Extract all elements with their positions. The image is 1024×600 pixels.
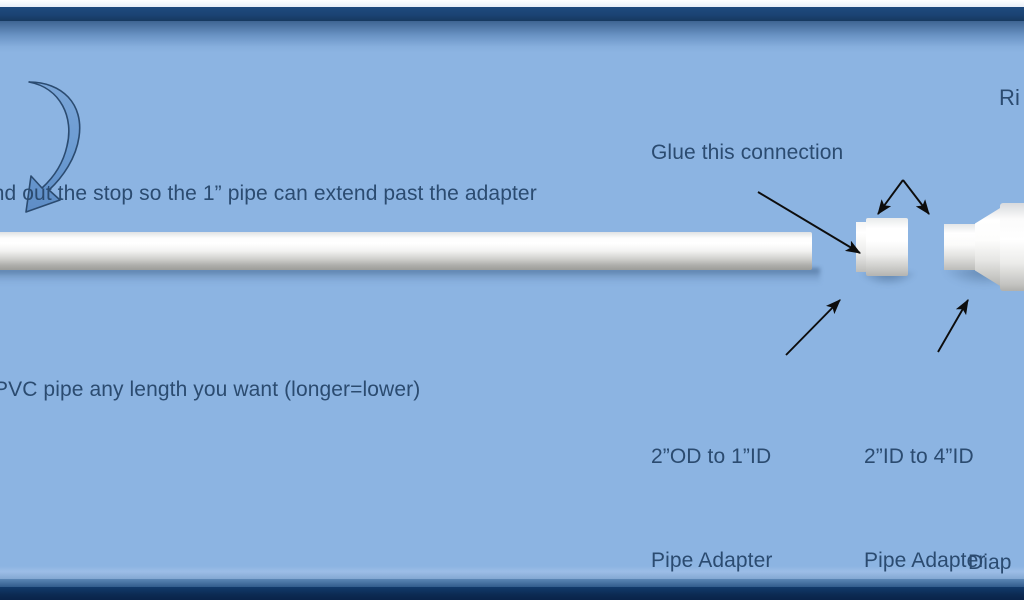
diaphragm-material-label: Diap Mate bbox=[968, 477, 1015, 600]
adapter2-callout-arrow-icon bbox=[937, 299, 969, 353]
adapter1-collar bbox=[856, 222, 868, 272]
pipe-adapter-2od-to-1id bbox=[866, 218, 908, 276]
glue-instruction-label: Glue this connection bbox=[651, 141, 844, 164]
slide-top-highlight bbox=[0, 0, 1024, 7]
slide-bottom-steel-bar bbox=[0, 579, 1024, 588]
slide-bottom-navy-bar bbox=[0, 587, 1024, 600]
slide-top-gradient bbox=[0, 21, 1024, 53]
pvc-pipe bbox=[0, 232, 812, 270]
adapter2-callout-label: 2”ID to 4”ID Pipe Adapter bbox=[864, 371, 985, 600]
pipe-adapter-2id-to-4id bbox=[1000, 203, 1024, 291]
adapter2-callout-line1: 2”ID to 4”ID bbox=[864, 445, 974, 469]
pvc-pipe-label: PVC pipe any length you want (longer=low… bbox=[0, 378, 421, 401]
adapter1-callout-line2: Pipe Adapter bbox=[651, 549, 773, 573]
rib-callout-label: Ri bbox=[999, 85, 1020, 110]
pvc-pipe-shadow bbox=[0, 268, 820, 284]
glue-double-arrow-icon bbox=[877, 179, 930, 215]
adapter2-callout-line2: Pipe Adapter bbox=[864, 549, 986, 573]
slide-bottom-gradient bbox=[0, 566, 1024, 580]
grind-instruction-label: ind out the stop so the 1” pipe can exte… bbox=[0, 182, 537, 205]
adapter1-callout-line1: 2”OD to 1”ID bbox=[651, 445, 772, 469]
adapter1-callout-arrow-icon bbox=[785, 299, 841, 356]
diaphragm-label-line1: Diap bbox=[968, 551, 1012, 575]
adapter1-callout-label: 2”OD to 1”ID Pipe Adapter bbox=[651, 371, 772, 600]
slide-top-navy-bar bbox=[0, 7, 1024, 21]
curved-arrow-icon bbox=[25, 81, 81, 213]
grind-note-arrow-icon bbox=[757, 191, 861, 254]
